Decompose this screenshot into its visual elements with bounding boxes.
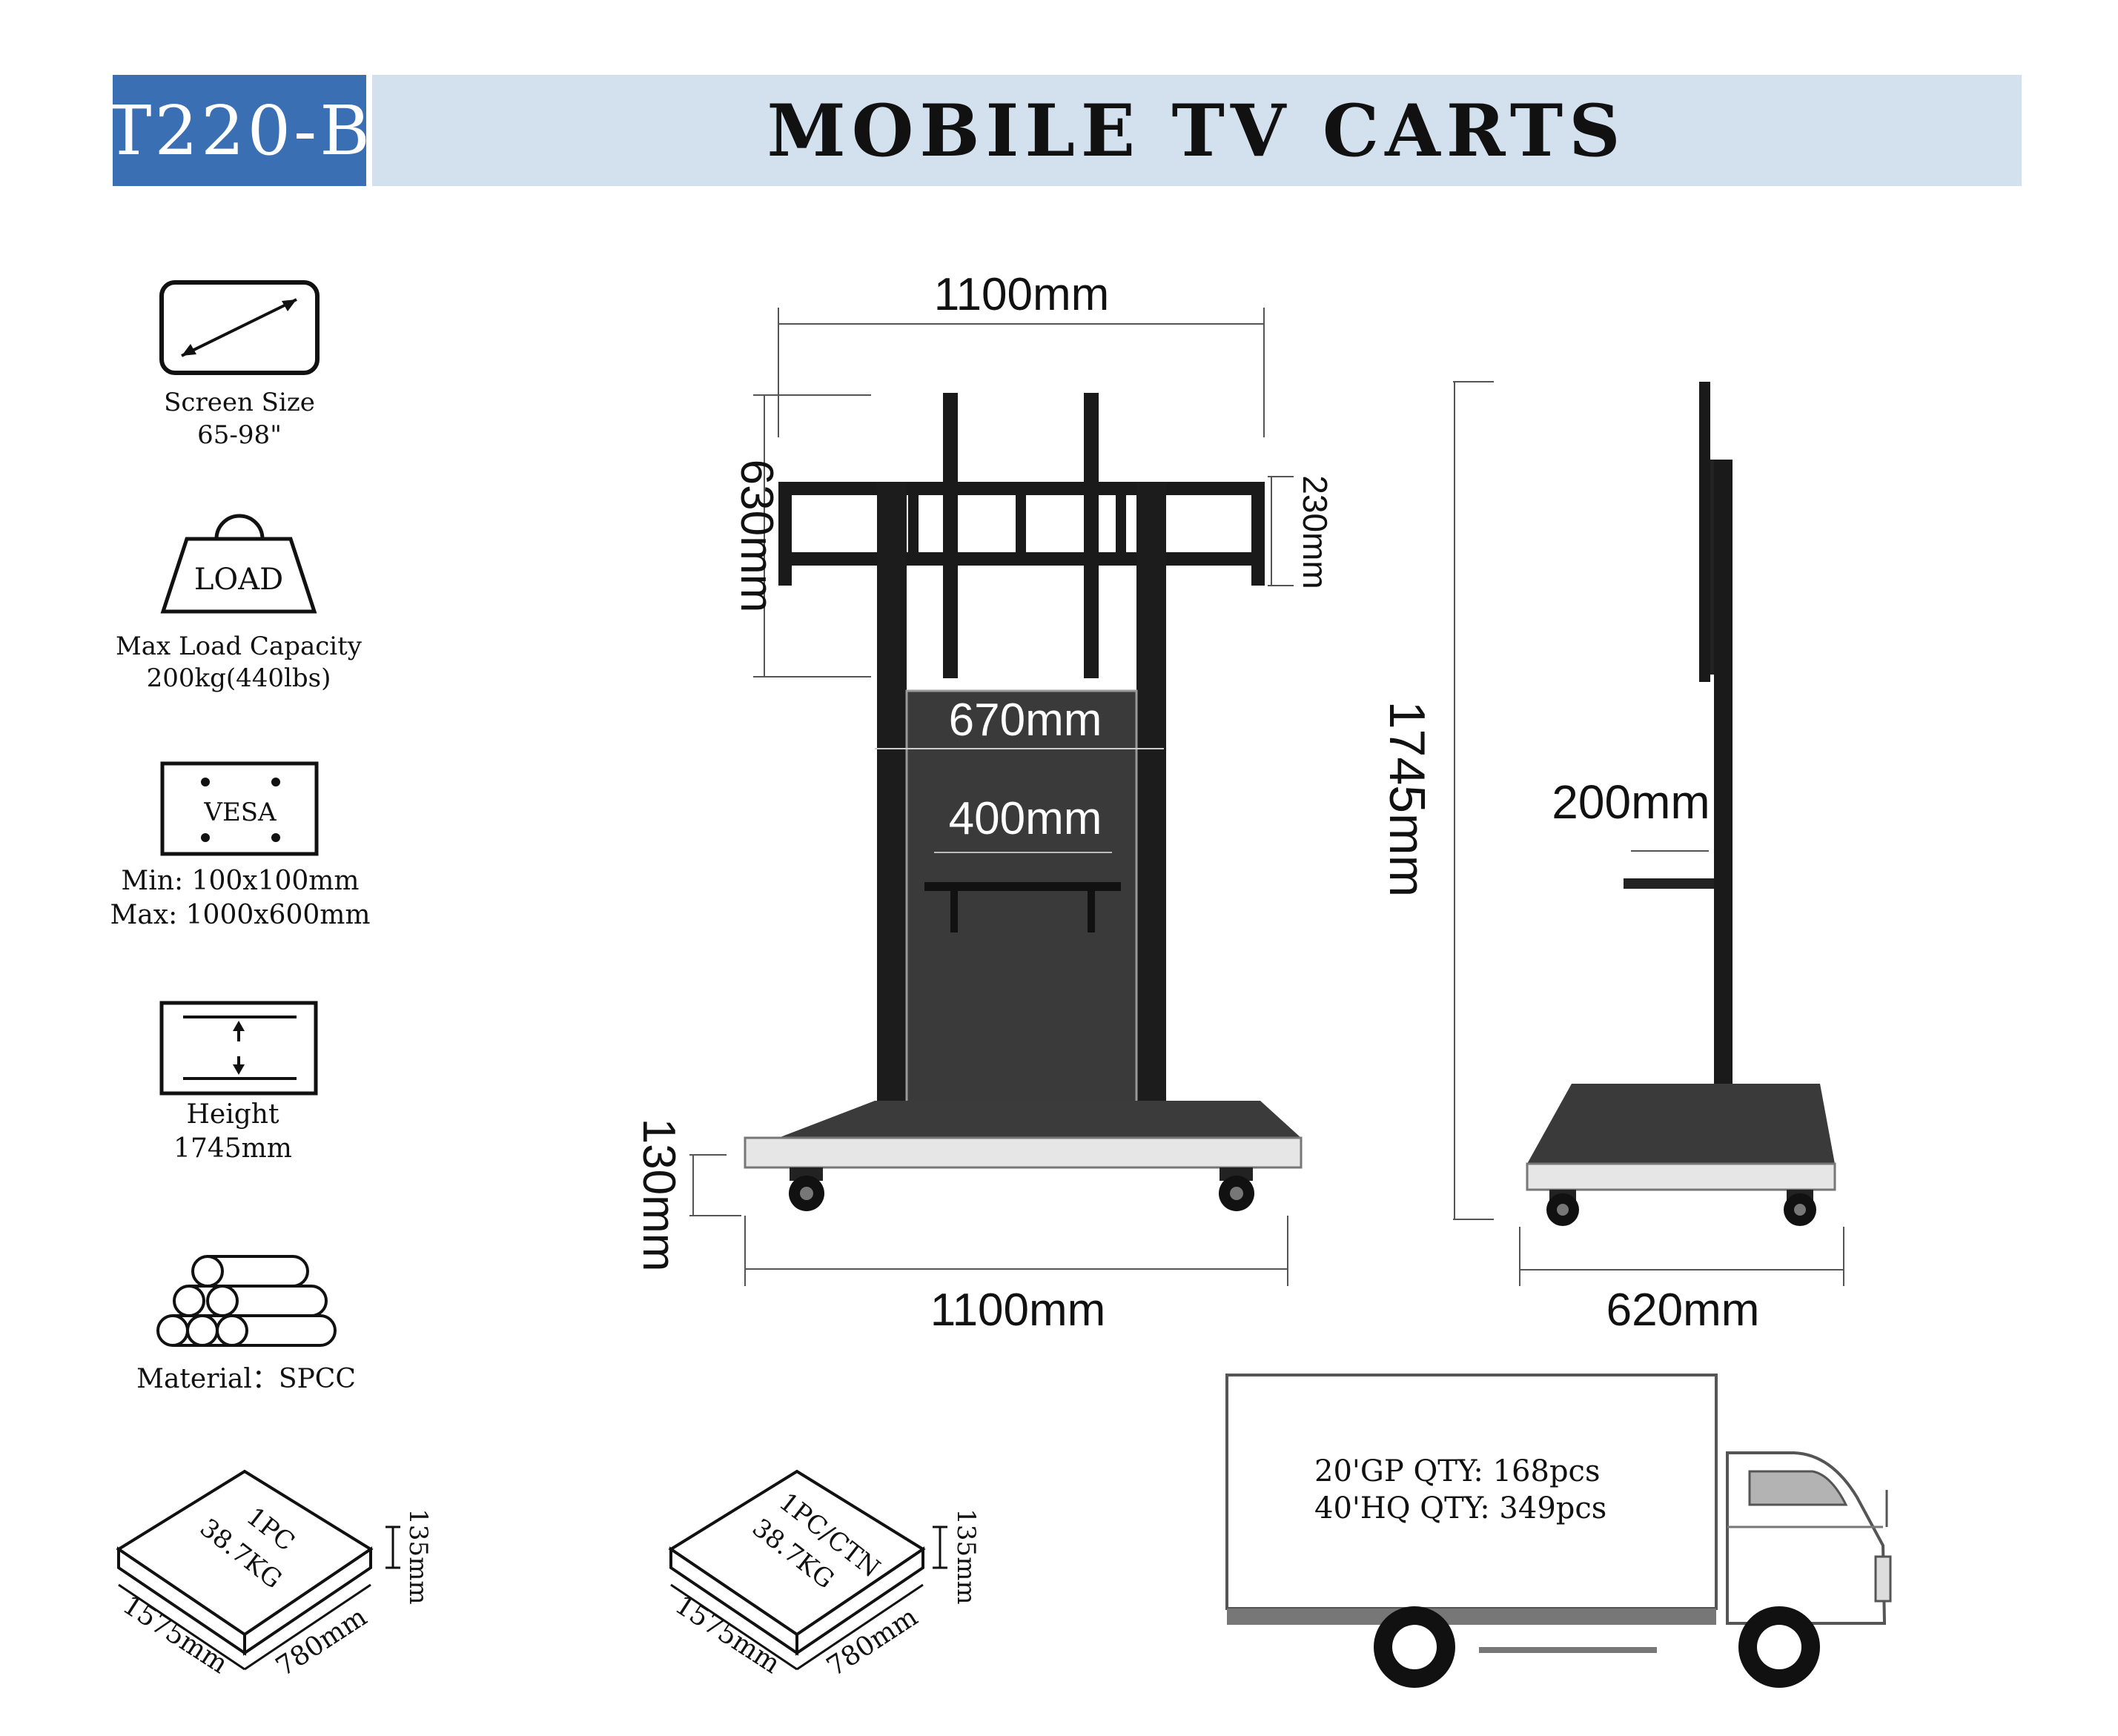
height-icon bbox=[159, 1001, 318, 1096]
spec-label: Min: 100x100mm bbox=[121, 866, 359, 896]
material-pipes-icon bbox=[156, 1255, 337, 1347]
dim-bracket-span: 230mm bbox=[1296, 475, 1334, 589]
package-box-icon bbox=[668, 1469, 926, 1656]
dim-column-gap: 670mm bbox=[949, 695, 1102, 746]
package-box-icon bbox=[116, 1469, 374, 1656]
spec-label: Material：SPCC bbox=[136, 1364, 356, 1394]
right-column bbox=[1136, 482, 1166, 1112]
spec-load: LOAD Max Load Capacity 200kg(440lbs) bbox=[116, 514, 363, 693]
dim-base-depth: 620mm bbox=[1606, 1285, 1760, 1336]
front-view-drawing: 1100mm 630mm 230mm 670mm 400mm 130mm 110… bbox=[633, 269, 1334, 1336]
spec-vesa: VESA Min: 100x100mm Max: 1000x600mm bbox=[110, 761, 371, 930]
side-view-drawing: 1745mm 200mm 620mm bbox=[1379, 381, 1844, 1336]
spec-value: 1745mm bbox=[173, 1133, 292, 1164]
dim-base-height: 130mm bbox=[633, 1119, 684, 1272]
dim-total-height: 1745mm bbox=[1379, 701, 1435, 898]
screen-size-icon bbox=[159, 280, 320, 375]
spec-label: Max Load Capacity bbox=[116, 632, 363, 661]
back-panel bbox=[905, 689, 1138, 1113]
vesa-icon-text: VESA bbox=[203, 798, 277, 827]
vesa-icon: VESA bbox=[160, 761, 319, 856]
spec-screen-size: Screen Size 65-98" bbox=[159, 280, 320, 450]
left-column bbox=[877, 482, 907, 1112]
side-shelf bbox=[1624, 878, 1714, 889]
dim-shelf-depth: 200mm bbox=[1552, 775, 1710, 829]
model-badge bbox=[113, 75, 366, 186]
side-wheels bbox=[1546, 1190, 1816, 1226]
shipping-qty-40hq: 40'HQ QTY: 349pcs bbox=[1314, 1491, 1606, 1525]
spec-height: Height 1745mm bbox=[159, 1001, 318, 1164]
truck-container bbox=[1225, 1374, 1718, 1610]
side-column bbox=[1714, 460, 1733, 1145]
front-wheels bbox=[789, 1167, 1254, 1211]
package-height-label: 135mm bbox=[403, 1508, 433, 1604]
dim-top-width: 1100mm bbox=[934, 269, 1110, 320]
package-height-label: 135mm bbox=[951, 1508, 981, 1604]
truck-window bbox=[1748, 1470, 1848, 1506]
spec-value: 200kg(440lbs) bbox=[147, 663, 331, 693]
cart-base-top bbox=[778, 1101, 1301, 1138]
spec-label: Height bbox=[187, 1099, 279, 1130]
side-tv-panel bbox=[1699, 382, 1710, 682]
equipment-shelf bbox=[924, 882, 1121, 891]
spec-value: 65-98" bbox=[197, 420, 282, 450]
spec-list: Screen Size 65-98" LOAD Max Load Capacit… bbox=[110, 280, 371, 1394]
cart-base-edge bbox=[744, 1136, 1303, 1169]
spec-material: Material：SPCC bbox=[136, 1255, 356, 1394]
page-title: MOBILE TV CARTS bbox=[767, 89, 1626, 173]
package-box-1: 1PC 38.7KG 1575mm 780mm 135mm bbox=[116, 1469, 433, 1683]
title-banner bbox=[372, 75, 2022, 186]
model-name: T220-B bbox=[106, 91, 373, 170]
side-base-top bbox=[1527, 1084, 1835, 1164]
spec-label: Screen Size bbox=[164, 388, 315, 417]
side-base-edge bbox=[1526, 1162, 1836, 1191]
load-icon-text: LOAD bbox=[194, 563, 283, 597]
shipping-truck: 20'GP QTY: 168pcs 40'HQ QTY: 349pcs bbox=[1225, 1374, 1892, 1688]
dim-base-width: 1100mm bbox=[930, 1285, 1106, 1336]
header-bar: T220-B MOBILE TV CARTS bbox=[106, 75, 2022, 186]
load-weight-icon: LOAD bbox=[160, 514, 317, 614]
dim-bracket-height: 630mm bbox=[731, 460, 782, 613]
spec-value: Max: 1000x600mm bbox=[110, 900, 370, 930]
truck-wheels bbox=[1374, 1606, 1820, 1688]
package-box-2: 1PC/CTN 38.7KG 1575mm 780mm 135mm bbox=[668, 1469, 981, 1683]
shipping-qty-20gp: 20'GP QTY: 168pcs bbox=[1314, 1454, 1601, 1488]
dim-shelf-width: 400mm bbox=[949, 793, 1102, 844]
tv-bracket bbox=[778, 393, 1265, 678]
